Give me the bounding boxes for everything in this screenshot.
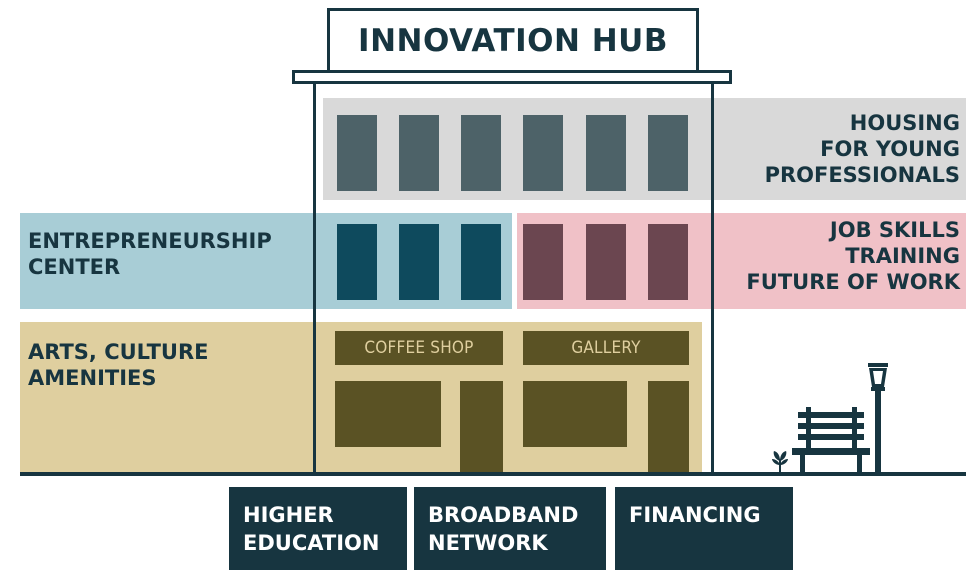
- entrepreneurship-window: [337, 224, 377, 300]
- innovation-hub-sign: INNOVATION HUB: [327, 8, 699, 70]
- ground-line: [20, 472, 966, 476]
- gallery-door: [648, 381, 689, 474]
- building-cornice: [292, 70, 732, 84]
- entrepreneurship-window: [399, 224, 439, 300]
- housing-window: [337, 115, 377, 191]
- housing-window: [648, 115, 688, 191]
- coffee-shop-window: [335, 381, 441, 447]
- foundation-financing: FINANCING: [615, 487, 793, 570]
- job-skills-window: [586, 224, 626, 300]
- coffee-shop-door: [460, 381, 503, 474]
- housing-window: [461, 115, 501, 191]
- job-skills-window: [523, 224, 563, 300]
- housing-window: [523, 115, 563, 191]
- plant-icon: [772, 451, 788, 472]
- job-skills-label: JOB SKILLS TRAINING FUTURE OF WORK: [746, 218, 960, 294]
- street-scene: [772, 363, 888, 472]
- foundation-higher-education: HIGHER EDUCATION: [229, 487, 407, 570]
- building-right-wall: [711, 84, 714, 474]
- arts-culture-label: ARTS, CULTURE AMENITIES: [28, 340, 209, 390]
- housing-window: [586, 115, 626, 191]
- job-skills-window: [648, 224, 688, 300]
- entrepreneurship-window: [461, 224, 501, 300]
- building-left-wall: [313, 84, 316, 474]
- street-lamp-icon: [868, 363, 888, 472]
- gallery-window: [523, 381, 627, 447]
- entrepreneurship-label: ENTREPRENEURSHIP CENTER: [28, 229, 272, 279]
- housing-window: [399, 115, 439, 191]
- bench-icon: [792, 407, 870, 472]
- foundation-broadband-network: BROADBAND NETWORK: [414, 487, 606, 570]
- coffee-shop-sign: COFFEE SHOP: [335, 331, 503, 365]
- housing-label: HOUSING FOR YOUNG PROFESSIONALS: [764, 111, 960, 187]
- gallery-sign: GALLERY: [523, 331, 689, 365]
